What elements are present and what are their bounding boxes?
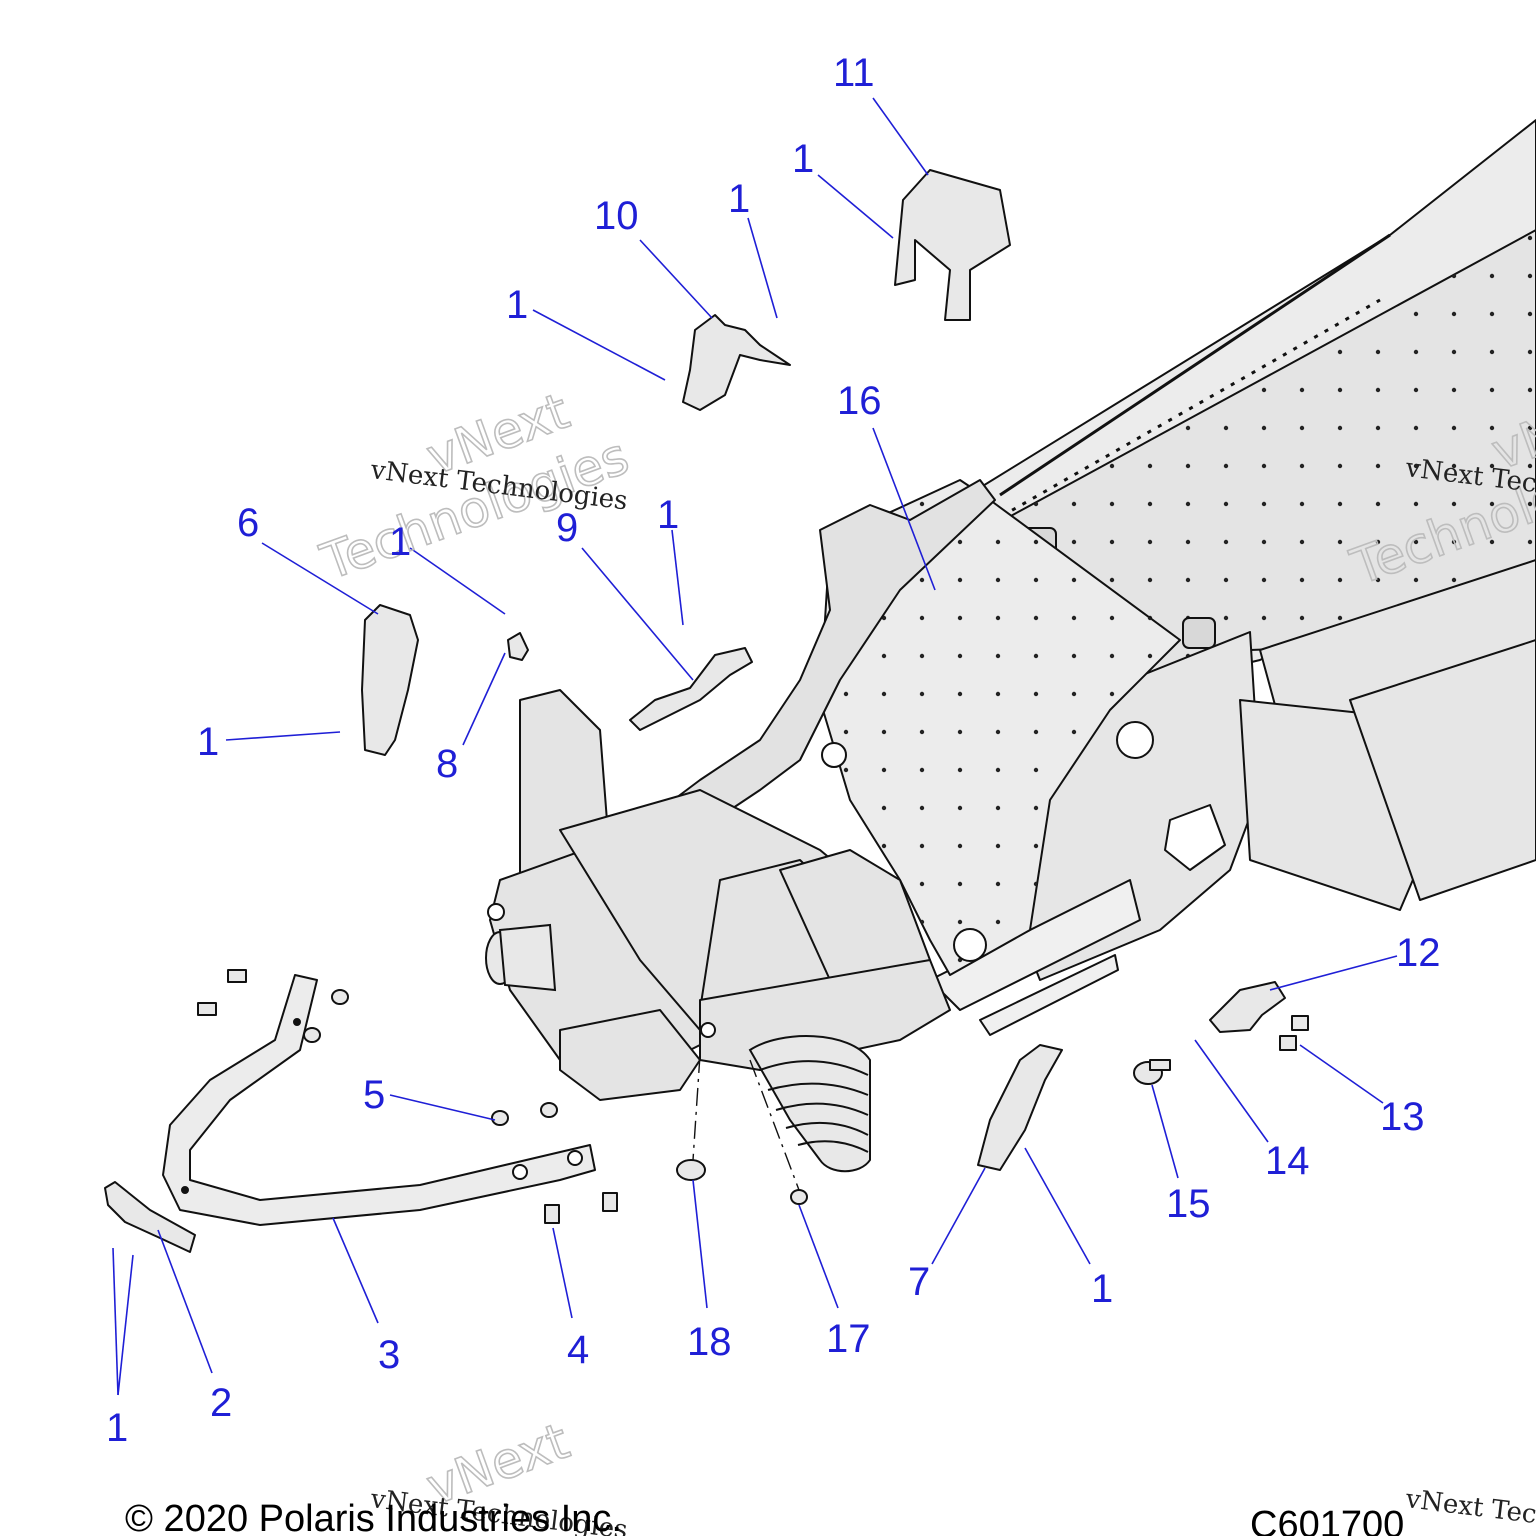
main-frame: [659, 479, 1181, 976]
callout-14: 14: [1265, 1139, 1310, 1183]
watermark-brand-full-bottom-right: vNext Technologies: [1403, 1484, 1536, 1536]
callout-1-b: 1: [728, 177, 750, 221]
callout-1-c: 1: [506, 283, 528, 327]
callout-labels: 11 1 1 10 1 16 6 1 9 1 1 8 12 13 14 15 5…: [106, 51, 1441, 1450]
bumper: [162, 974, 596, 1226]
callout-11: 11: [833, 51, 875, 95]
callout-18: 18: [687, 1320, 732, 1364]
callout-10: 10: [594, 194, 639, 238]
callout-8: 8: [436, 742, 458, 786]
callout-6: 6: [237, 501, 259, 545]
callout-16: 16: [837, 379, 882, 423]
callout-7: 7: [908, 1260, 930, 1304]
callout-2: 2: [210, 1381, 232, 1425]
callout-1-a: 1: [792, 137, 814, 181]
centerline-17: [749, 1059, 800, 1191]
callout-1-f: 1: [197, 720, 219, 764]
callout-1-d: 1: [389, 520, 411, 564]
callout-1-h: 1: [106, 1406, 128, 1450]
callout-9: 9: [556, 506, 578, 550]
steering-boot: [748, 1035, 871, 1173]
callout-17: 17: [826, 1317, 871, 1361]
centerline-18: [692, 1054, 701, 1161]
figure-code: C601700: [1250, 1504, 1405, 1536]
copyright-notice: © 2020 Polaris Industries Inc.: [125, 1498, 622, 1536]
callout-15: 15: [1166, 1182, 1211, 1226]
leader-lines: [112, 97, 1398, 1396]
shock-boot: [485, 923, 557, 992]
callout-4: 4: [567, 1328, 589, 1372]
callout-3: 3: [378, 1333, 400, 1377]
frame-rails: [929, 559, 1536, 1036]
callout-12: 12: [1396, 931, 1441, 975]
callout-1-g: 1: [1091, 1267, 1113, 1311]
callout-5: 5: [363, 1073, 385, 1117]
callout-1-e: 1: [657, 493, 679, 537]
small-brackets: [104, 169, 1309, 1253]
callout-13: 13: [1380, 1095, 1425, 1139]
front-bulkhead: [487, 689, 951, 1101]
